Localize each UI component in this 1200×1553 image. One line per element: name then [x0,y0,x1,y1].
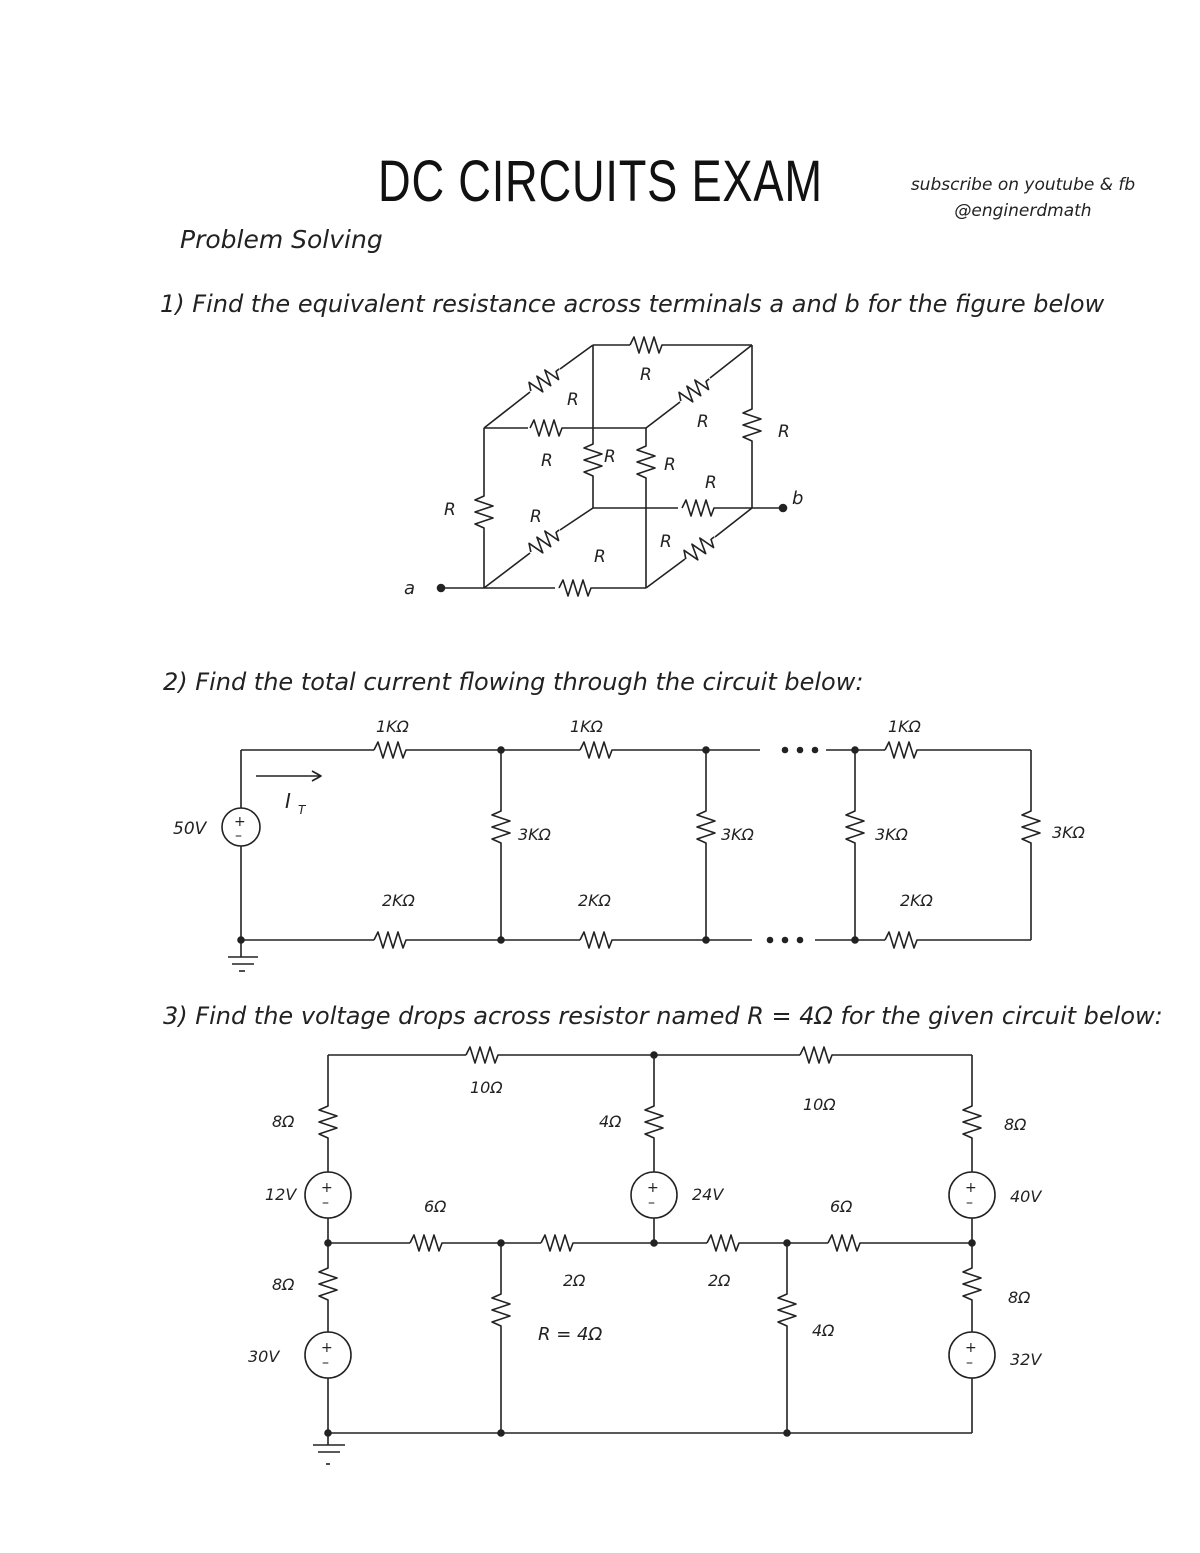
figure-multi-source-network: + – + – + – + – + – [248,1046,1042,1465]
svg-text:–: – [322,1195,329,1211]
svg-text:R: R [444,500,456,520]
question-3-text: 3) Find the voltage drops across resisto… [163,1002,1163,1030]
svg-text:10Ω: 10Ω [470,1078,503,1097]
svg-text:T: T [298,803,307,817]
svg-text:R: R [567,390,579,410]
promo-line-handle: @enginerdmath [954,201,1092,221]
svg-text:10Ω: 10Ω [803,1095,836,1114]
svg-text:3KΩ: 3KΩ [518,825,552,844]
svg-text:50V: 50V [173,819,208,839]
svg-text:12V: 12V [265,1185,297,1204]
page-title: DC CIRCUITS EXAM [378,149,823,214]
svg-text:4Ω: 4Ω [599,1112,622,1131]
svg-text:6Ω: 6Ω [830,1197,853,1216]
svg-text:R: R [594,547,606,567]
svg-text:–: – [322,1355,329,1371]
svg-text:2Ω: 2Ω [563,1271,586,1290]
svg-text:8Ω: 8Ω [272,1112,295,1131]
svg-text:2Ω: 2Ω [708,1271,731,1290]
svg-text:4Ω: 4Ω [812,1321,835,1340]
svg-text:a: a [404,578,415,599]
section-title: Problem Solving [180,225,383,254]
svg-text:R: R [604,447,616,467]
svg-text:32V: 32V [1010,1350,1042,1369]
figure-resistor-cube: R R R R R R R R R R R R a b [404,336,803,599]
promo-text: subscribe on youtube & fb @enginerdmath [878,172,1168,224]
svg-text:R: R [640,365,652,385]
svg-text:3KΩ: 3KΩ [721,825,755,844]
svg-text:6Ω: 6Ω [424,1197,447,1216]
svg-text:2KΩ: 2KΩ [578,891,612,910]
svg-text:3KΩ: 3KΩ [1052,823,1086,842]
svg-text:I: I [285,789,291,813]
svg-text:8Ω: 8Ω [1008,1288,1031,1307]
svg-text:+: + [321,1340,333,1356]
svg-text:R: R [530,507,542,527]
svg-text:–: – [235,828,242,844]
question-1-text: 1) Find the equivalent resistance across… [160,290,1105,318]
svg-text:b: b [792,488,803,509]
svg-text:R: R [660,532,672,552]
svg-text:40V: 40V [1010,1187,1042,1206]
question-2-text: 2) Find the total current flowing throug… [163,668,864,696]
svg-text:3KΩ: 3KΩ [875,825,909,844]
svg-text:8Ω: 8Ω [272,1275,295,1294]
svg-text:R: R [664,455,676,475]
svg-text:1KΩ: 1KΩ [376,717,410,736]
svg-text:R: R [697,412,709,432]
svg-text:–: – [966,1355,973,1371]
svg-text:30V: 30V [248,1347,280,1366]
svg-text:24V: 24V [692,1185,724,1204]
promo-line-social: subscribe on youtube & fb [910,175,1136,195]
svg-text:–: – [966,1195,973,1211]
svg-text:R: R [541,451,553,471]
svg-text:R: R [705,473,717,493]
svg-text:2KΩ: 2KΩ [382,891,416,910]
svg-text:+: + [965,1340,977,1356]
svg-text:1KΩ: 1KΩ [570,717,604,736]
figure-ladder-network: + – 50V I T 1KΩ 1KΩ 1KΩ 3KΩ 3KΩ 3KΩ 3KΩ … [173,717,1086,972]
svg-text:R = 4Ω: R = 4Ω [538,1324,602,1345]
svg-text:+: + [965,1180,977,1196]
svg-text:+: + [647,1180,659,1196]
svg-text:+: + [234,814,246,830]
svg-text:–: – [648,1195,655,1211]
svg-text:+: + [321,1180,333,1196]
svg-text:R: R [778,422,790,442]
svg-text:2KΩ: 2KΩ [900,891,934,910]
svg-text:1KΩ: 1KΩ [888,717,922,736]
svg-text:8Ω: 8Ω [1004,1115,1027,1134]
